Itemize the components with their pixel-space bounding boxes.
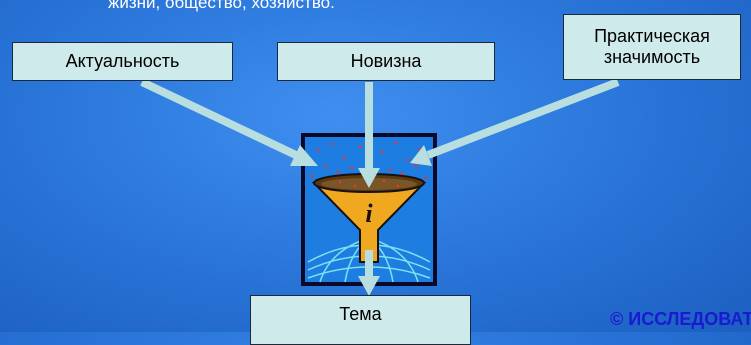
box-tema: Тема (250, 295, 471, 345)
arrow-prakticheskaya-to-funnel (410, 78, 620, 166)
diagram-graphics: i (140, 78, 620, 296)
svg-text:i: i (365, 199, 373, 228)
box-aktualnost: Актуальность (12, 42, 233, 81)
box-novizna: Новизна (277, 42, 495, 81)
box-tema-label: Тема (339, 304, 382, 324)
box-prakticheskaya-label-line1: Практическая (594, 26, 710, 47)
arrow-novizna-to-funnel (358, 82, 380, 188)
box-prakticheskaya-label-line2: значимость (603, 47, 701, 67)
box-novizna-label: Новизна (350, 51, 422, 72)
box-prakticheskaya-znachimost: Практическая значимость (563, 14, 741, 80)
bottom-text-fragment: © ИССЛЕДОВАТ (610, 309, 751, 329)
top-text-fragment: жизни, общество, хозяйство. (108, 0, 335, 12)
arrow-funnel-to-tema (358, 250, 380, 296)
info-funnel-icon: i (301, 133, 437, 286)
arrow-aktualnost-to-funnel (140, 78, 318, 166)
box-aktualnost-label: Актуальность (65, 51, 180, 72)
